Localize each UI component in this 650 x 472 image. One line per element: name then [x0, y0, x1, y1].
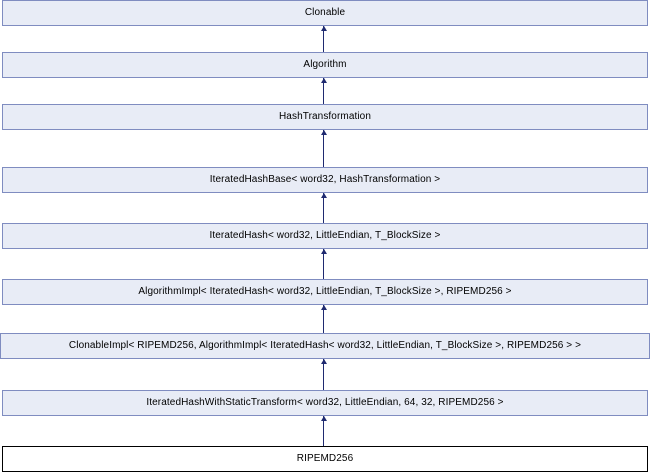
inheritance-edge — [323, 305, 324, 333]
class-node-label: IteratedHashBase< word32, HashTransforma… — [209, 174, 441, 185]
inheritance-arrow-icon — [321, 130, 327, 135]
class-node-iteratedhashbase[interactable]: IteratedHashBase< word32, HashTransforma… — [2, 167, 648, 193]
class-node-algorithmimpl[interactable]: AlgorithmImpl< IteratedHash< word32, Lit… — [2, 279, 648, 305]
inheritance-arrow-icon — [321, 78, 327, 83]
inheritance-edge — [323, 416, 324, 446]
inheritance-edge — [323, 130, 324, 167]
inheritance-edge — [323, 26, 324, 52]
class-node-label: Algorithm — [303, 59, 347, 70]
class-node-clonable[interactable]: Clonable — [2, 0, 648, 26]
inheritance-arrow-icon — [321, 26, 327, 31]
class-node-label: ClonableImpl< RIPEMD256, AlgorithmImpl< … — [68, 340, 582, 351]
inheritance-arrow-icon — [321, 305, 327, 310]
inheritance-arrow-icon — [321, 249, 327, 254]
class-node-label: AlgorithmImpl< IteratedHash< word32, Lit… — [138, 286, 512, 297]
class-node-hashtransformation[interactable]: HashTransformation — [2, 104, 648, 130]
class-node-ripemd256[interactable]: RIPEMD256 — [2, 446, 648, 472]
class-node-label: HashTransformation — [278, 111, 372, 122]
inheritance-arrow-icon — [321, 359, 327, 364]
class-node-algorithm[interactable]: Algorithm — [2, 52, 648, 78]
inheritance-arrow-icon — [321, 193, 327, 198]
inheritance-edge — [323, 359, 324, 390]
class-node-clonableimpl[interactable]: ClonableImpl< RIPEMD256, AlgorithmImpl< … — [0, 333, 650, 359]
inheritance-edge — [323, 249, 324, 279]
inheritance-edge — [323, 78, 324, 104]
class-node-label: IteratedHash< word32, LittleEndian, T_Bl… — [209, 230, 441, 241]
class-node-iteratedhash[interactable]: IteratedHash< word32, LittleEndian, T_Bl… — [2, 223, 648, 249]
inheritance-arrow-icon — [321, 416, 327, 421]
class-node-label: Clonable — [304, 7, 346, 18]
class-node-iteratedhashwithstatictransform[interactable]: IteratedHashWithStaticTransform< word32,… — [2, 390, 648, 416]
class-node-label: IteratedHashWithStaticTransform< word32,… — [146, 397, 504, 408]
inheritance-edge — [323, 193, 324, 223]
class-node-label: RIPEMD256 — [296, 453, 354, 464]
